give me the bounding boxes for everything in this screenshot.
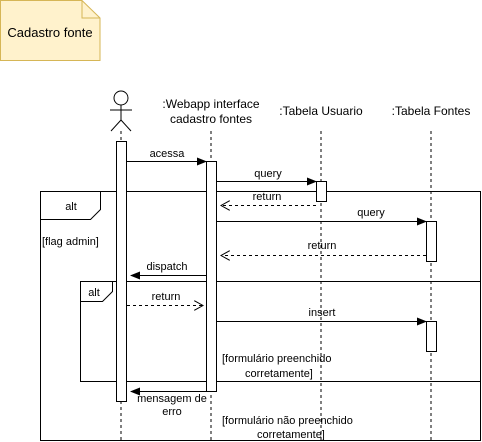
inner-fragment-frame <box>80 281 481 382</box>
inner-fragment-guard-line1: [formulário preenchido <box>222 353 331 365</box>
message-return-fontes-label: return <box>308 240 337 252</box>
fontes-header: :Tabela Fontes <box>392 104 471 118</box>
else-guard-line1: [formulário não preenchido <box>222 415 353 427</box>
message-acessa-label: acessa <box>150 148 186 160</box>
message-query-fontes-label: query <box>357 207 385 219</box>
note-label: Cadastro fonte <box>7 25 92 40</box>
fontes-activation-2 <box>426 321 437 352</box>
message-query-usuario: query <box>217 168 317 186</box>
outer-fragment-tag: alt <box>65 201 77 213</box>
note-fold <box>81 0 100 19</box>
usuario-activation <box>316 181 327 202</box>
inner-fragment-guard-line2: corretamente] <box>245 368 313 380</box>
participant-webapp: :Webapp interface cadastro fontes <box>161 90 262 442</box>
message-query-fontes: query <box>217 207 427 226</box>
outer-fragment-guard: [flag admin] <box>42 236 99 248</box>
fontes-activation-1 <box>426 221 437 262</box>
message-return-usuario-label: return <box>253 191 282 203</box>
message-query-usuario-label: query <box>254 168 282 180</box>
alt-fragment-inner: alt [formulário preenchido corretamente]… <box>80 281 481 441</box>
else-guard-line2: corretamente] <box>257 429 325 441</box>
message-dispatch-label: dispatch <box>147 261 188 273</box>
message-acessa: acessa <box>127 148 207 166</box>
actor-head <box>113 90 129 106</box>
webapp-header-line2: cadastro fontes <box>170 112 252 126</box>
message-erro-label-line2: erro <box>162 406 182 418</box>
message-dispatch: dispatch <box>130 261 206 280</box>
actor-activation <box>116 141 127 402</box>
note-cadastro-fonte: Cadastro fonte <box>0 0 101 61</box>
actor-left-leg <box>110 119 122 132</box>
inner-fragment-tag-box <box>80 281 113 302</box>
inner-fragment-tag: alt <box>88 287 100 299</box>
outer-fragment-frame <box>40 191 481 441</box>
message-erro-label-line1: mensagem de <box>137 393 207 405</box>
webapp-header-line1: :Webapp interface <box>162 97 259 111</box>
message-return-form: return <box>127 291 203 306</box>
actor-right-leg <box>120 119 132 132</box>
message-insert-label: insert <box>309 307 336 319</box>
message-return-usuario: return <box>221 191 316 206</box>
outer-fragment-tag-box <box>40 191 101 220</box>
message-return-fontes: return <box>221 240 426 256</box>
message-return-form-label: return <box>152 291 181 303</box>
usuario-header: :Tabela Usuario <box>279 104 363 118</box>
message-erro: mensagem de erro <box>130 387 207 418</box>
webapp-header-box <box>161 90 262 131</box>
participant-tabela-fontes: :Tabela Fontes <box>392 104 471 442</box>
alt-fragment-outer: alt [flag admin] <box>40 191 481 441</box>
note-shape <box>0 0 101 61</box>
message-insert: insert <box>217 307 427 326</box>
webapp-activation <box>206 161 217 392</box>
participant-tabela-usuario: :Tabela Usuario <box>279 104 363 442</box>
